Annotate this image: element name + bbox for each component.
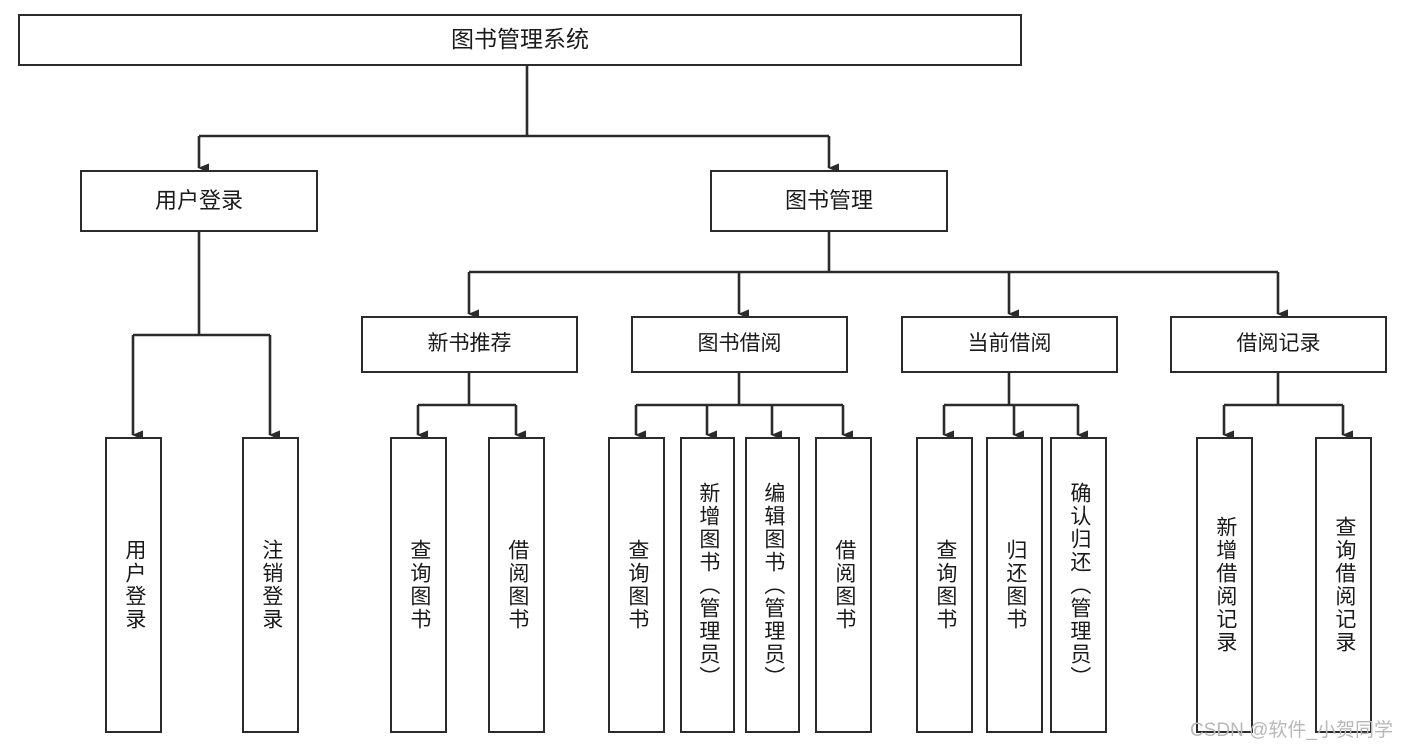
node-label: 确认归还（管理员）	[1067, 481, 1091, 689]
node-label: 用户登录	[122, 539, 146, 631]
node-leaf-query-record[interactable]: 查询借阅记录	[1315, 437, 1372, 733]
node-leaf-query-book-1[interactable]: 查询图书	[390, 437, 447, 733]
node-label: 归还图书	[1003, 539, 1027, 631]
node-leaf-borrow-book-1[interactable]: 借阅图书	[488, 437, 545, 733]
node-leaf-query-book-2[interactable]: 查询图书	[608, 437, 665, 733]
node-root-system[interactable]: 图书管理系统	[18, 14, 1022, 66]
node-book-borrow[interactable]: 图书借阅	[631, 316, 848, 373]
node-label: 图书借阅	[697, 332, 782, 356]
node-label: 查询借阅记录	[1332, 516, 1356, 654]
node-leaf-edit-book[interactable]: 编辑图书（管理员）	[745, 437, 800, 733]
node-label: 注销登录	[259, 539, 283, 631]
node-label: 用户登录	[154, 188, 243, 214]
node-label: 查询图书	[933, 539, 957, 631]
node-leaf-return-book[interactable]: 归还图书	[986, 437, 1043, 733]
node-book-manage[interactable]: 图书管理	[710, 170, 948, 232]
node-leaf-add-book[interactable]: 新增图书（管理员）	[680, 437, 735, 733]
node-label: 新增借阅记录	[1213, 516, 1237, 654]
node-borrow-record[interactable]: 借阅记录	[1170, 316, 1387, 373]
connector-group	[131, 66, 1353, 440]
node-label: 图书管理	[784, 188, 873, 214]
node-leaf-logout[interactable]: 注销登录	[242, 437, 299, 733]
node-label: 查询图书	[625, 539, 649, 631]
node-leaf-confirm-return[interactable]: 确认归还（管理员）	[1050, 437, 1107, 733]
node-new-book-recommend[interactable]: 新书推荐	[361, 316, 578, 373]
node-label: 新书推荐	[427, 332, 512, 356]
node-label: 查询图书	[407, 539, 431, 631]
node-label: 借阅图书	[505, 539, 529, 631]
node-leaf-borrow-book-2[interactable]: 借阅图书	[815, 437, 872, 733]
node-current-borrow[interactable]: 当前借阅	[901, 316, 1118, 373]
node-label: 新增图书（管理员）	[696, 481, 720, 689]
node-leaf-query-book-3[interactable]: 查询图书	[916, 437, 973, 733]
node-label: 图书管理系统	[451, 26, 589, 53]
node-label: 借阅图书	[832, 539, 856, 631]
node-label: 当前借阅	[967, 332, 1052, 356]
node-label: 编辑图书（管理员）	[761, 481, 785, 689]
node-label: 借阅记录	[1236, 332, 1321, 356]
node-user-login[interactable]: 用户登录	[80, 170, 318, 232]
node-leaf-user-login[interactable]: 用户登录	[105, 437, 162, 733]
node-leaf-add-record[interactable]: 新增借阅记录	[1196, 437, 1253, 733]
